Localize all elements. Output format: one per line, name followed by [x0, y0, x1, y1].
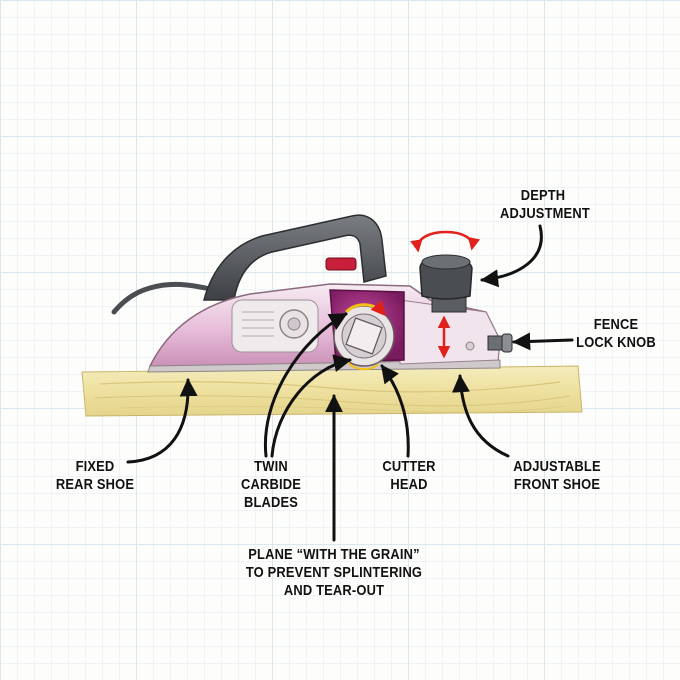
- fence-lock-leader: [512, 332, 574, 351]
- depth-adjustment-label: DEPTH ADJUSTMENT: [500, 187, 590, 222]
- fence-lock-knob-label: FENCE LOCK KNOB: [576, 316, 656, 351]
- carbide-blades-icon: [345, 317, 383, 355]
- depth-adjustment-knob: [419, 254, 473, 313]
- grain-note-label: PLANE “WITH THE GRAIN” TO PREVENT SPLINT…: [245, 546, 423, 599]
- twin-carbide-blades-label: TWIN CARBIDE BLADES: [241, 458, 301, 511]
- planer-handle: [203, 214, 387, 301]
- rear-shoe-leader: [126, 378, 198, 464]
- leader-lines: [126, 224, 574, 542]
- planer-body: [147, 283, 501, 373]
- depth-adjustment-leader: [480, 224, 543, 288]
- fixed-rear-shoe-label: FIXED REAR SHOE: [55, 458, 135, 493]
- rotation-arrow-icon: [410, 230, 481, 253]
- wood-board: [81, 365, 583, 417]
- power-cord: [111, 281, 217, 315]
- cutter-head-leader: [380, 364, 410, 458]
- front-shoe-leader: [451, 374, 510, 458]
- blade-leader-lower: [270, 354, 352, 458]
- adjustable-front-shoe-label: ADJUSTABLE FRONT SHOE: [513, 458, 601, 493]
- blade-leader-upper: [263, 312, 348, 458]
- cutter-head-label: CUTTER HEAD: [382, 458, 436, 493]
- trigger-switch-icon: [325, 257, 357, 271]
- cutter-head: [329, 289, 405, 370]
- fence-lock-knob: [487, 333, 513, 353]
